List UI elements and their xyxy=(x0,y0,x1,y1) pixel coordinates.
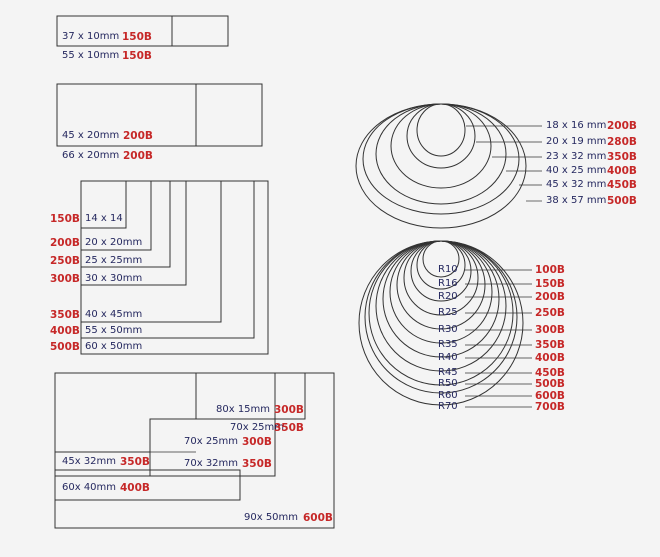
size-label: 25 x 25mm xyxy=(85,255,143,266)
price-label: 150B xyxy=(535,278,565,290)
price-label: 400B xyxy=(120,482,150,494)
size-label: 45 x 32 mm xyxy=(546,179,607,190)
price-label: 700B xyxy=(535,401,565,413)
price-label: 150B xyxy=(122,31,152,43)
price-label: 300B xyxy=(50,273,80,285)
size-label: 60 x 50mm xyxy=(85,341,143,352)
price-label: 200B xyxy=(123,130,153,142)
radius-label: R20 xyxy=(438,291,458,302)
radius-label: R60 xyxy=(438,390,458,401)
size-label: 70x 25mm xyxy=(230,422,285,433)
price-label: 450B xyxy=(607,179,637,191)
price-label: 250B xyxy=(50,255,80,267)
size-label: 80x 15mm xyxy=(216,404,271,415)
size-label: 40 x 45mm xyxy=(85,309,143,320)
price-label: 150B xyxy=(50,213,80,225)
radius-label: R30 xyxy=(438,324,458,335)
price-label: 400B xyxy=(50,325,80,337)
price-label: 200B xyxy=(607,120,637,132)
size-label: 66 x 20mm xyxy=(62,150,120,161)
price-label: 200B xyxy=(123,150,153,162)
size-label: 18 x 16 mm xyxy=(546,120,607,131)
size-label: 45x 32mm xyxy=(62,456,117,467)
size-label: 55 x 10mm xyxy=(62,50,120,61)
price-label: 100B xyxy=(535,264,565,276)
radius-label: R10 xyxy=(438,264,458,275)
price-label: 280B xyxy=(607,136,637,148)
price-label: 300B xyxy=(274,404,304,416)
radius-label: R16 xyxy=(438,278,458,289)
size-label: 90x 50mm xyxy=(244,512,299,523)
radius-label: R25 xyxy=(438,307,458,318)
radius-label: R40 xyxy=(438,352,458,363)
price-label: 250B xyxy=(535,307,565,319)
price-label: 350B xyxy=(120,456,150,468)
oval-outline xyxy=(362,103,520,215)
radius-label: R35 xyxy=(438,339,458,350)
size-label: 23 x 32 mm xyxy=(546,151,607,162)
price-label: 500B xyxy=(535,378,565,390)
size-label: 70x 25mm xyxy=(184,436,239,447)
price-label: 200B xyxy=(50,237,80,249)
size-label: 30 x 30mm xyxy=(85,273,143,284)
price-label: 450B xyxy=(535,367,565,379)
oval-outline xyxy=(390,103,492,189)
price-label: 350B xyxy=(607,151,637,163)
price-label: 400B xyxy=(607,165,637,177)
price-label: 150B xyxy=(122,50,152,62)
size-label: 60x 40mm xyxy=(62,482,117,493)
size-label: 20 x 19 mm xyxy=(546,136,607,147)
size-label: 14 x 14 xyxy=(85,213,123,224)
price-label: 500B xyxy=(50,341,80,353)
price-label: 200B xyxy=(535,291,565,303)
stamp-outline-rect xyxy=(195,372,276,420)
stamp-outline-45x20 xyxy=(56,83,197,147)
size-label: 20 x 20mm xyxy=(85,237,143,248)
price-label: 350B xyxy=(50,309,80,321)
size-label: 55 x 50mm xyxy=(85,325,143,336)
price-label: 350B xyxy=(274,422,304,434)
price-label: 300B xyxy=(535,324,565,336)
radius-label: R50 xyxy=(438,378,458,389)
radius-label: R45 xyxy=(438,367,458,378)
size-label: 38 x 57 mm xyxy=(546,195,607,206)
oval-outline xyxy=(375,103,507,205)
price-label: 400B xyxy=(535,352,565,364)
stamp-outline-rect xyxy=(54,469,241,501)
size-label: 70x 32mm xyxy=(184,458,239,469)
size-label: 40 x 25 mm xyxy=(546,165,607,176)
price-label: 600B xyxy=(535,390,565,402)
price-label: 500B xyxy=(607,195,637,207)
stamp-outline-rect xyxy=(54,372,335,529)
stamp-outline-37x10 xyxy=(56,15,173,47)
oval-outline xyxy=(355,103,527,229)
circle-outline xyxy=(358,240,524,406)
size-label: 45 x 20mm xyxy=(62,130,120,141)
radius-label: R70 xyxy=(438,401,458,412)
stamp-outline-square xyxy=(80,180,269,355)
price-label: 350B xyxy=(535,339,565,351)
price-label: 350B xyxy=(242,458,272,470)
price-label: 600B xyxy=(303,512,333,524)
oval-outline xyxy=(416,103,466,157)
price-label: 300B xyxy=(242,436,272,448)
size-label: 37 x 10mm xyxy=(62,31,120,42)
